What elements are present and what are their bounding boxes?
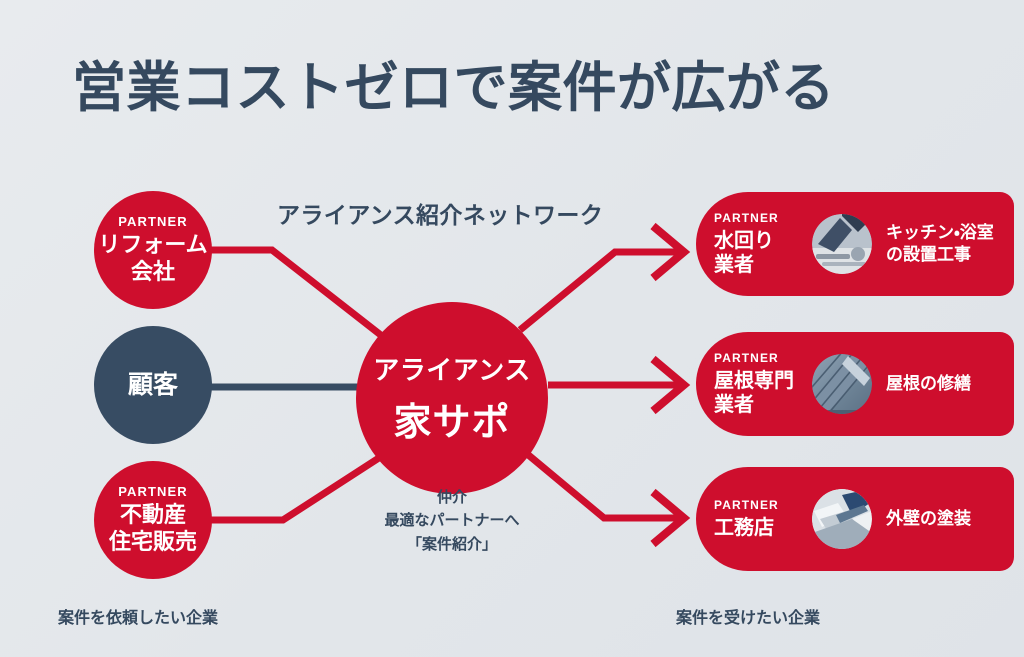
node-real-estate-company[interactable]: PARTNER 不動産 住宅販売 [94,461,212,579]
card-description: 外壁の塗装 [886,508,971,528]
hub-caption-line-3: 「案件紹介」 [406,535,497,553]
arrowhead-card-water [650,222,691,282]
card-text-column: PARTNER 屋根専門 業者 [696,351,812,417]
card-name: 水回り 業者 [714,230,774,276]
footer-caption-left: 案件を依頼したい企業 [58,610,219,627]
link-reform-to-hub [208,246,385,339]
plumbing-photo-icon [812,214,872,274]
partner-tag: PARTNER [118,214,188,230]
card-description: キッチン・浴室 の設置工事 [886,222,994,264]
link-hub-to-card-water [517,248,684,333]
card-text-column: PARTNER 水回り 業者 [696,211,812,277]
hub-alliance-iesapo[interactable]: アライアンス 家サポ [356,302,548,494]
page-title: 営業コストゼロで案件が広がる [72,58,835,118]
partner-tag: PARTNER [714,498,779,512]
card-water-contractor[interactable]: PARTNER 水回り 業者 キッチン・浴室 の設置工事 [696,192,1014,296]
node-label: 顧客 [127,371,178,399]
network-heading: アライアンス紹介ネットワーク [277,202,604,228]
hub-caption: 仲介 最適なパートナーへ 「案件紹介」 [352,486,552,556]
hub-caption-line-1: 仲介 [436,489,467,506]
hub-main-label: 家サポ [393,402,511,444]
card-roof-contractor[interactable]: PARTNER 屋根専門 業者 [696,332,1014,436]
card-name: 工務店 [714,517,774,539]
arrowhead-card-builder [650,488,691,548]
painting-photo-icon [812,489,872,549]
node-label: 不動産 住宅販売 [108,502,197,554]
card-name: 屋根専門 業者 [714,370,794,416]
partner-tag: PARTNER [714,351,779,365]
node-label: リフォーム 会社 [98,232,208,284]
arrowhead-card-roof [650,355,691,415]
hub-caption-line-2: 最適なパートナーへ [384,512,520,530]
node-customer[interactable]: 顧客 [94,326,212,444]
card-text-column: PARTNER 工務店 [696,498,812,540]
partner-tag: PARTNER [118,484,188,500]
roof-photo-icon [812,354,872,414]
node-reform-company[interactable]: PARTNER リフォーム 会社 [94,191,212,309]
card-description: 屋根の修繕 [886,373,971,393]
card-builder-contractor[interactable]: PARTNER 工務店 外壁の塗装 [696,467,1014,571]
footer-caption-right: 案件を受けたい企業 [676,610,821,627]
partner-tag: PARTNER [714,211,779,225]
hub-top-label: アライアンス [373,355,531,385]
